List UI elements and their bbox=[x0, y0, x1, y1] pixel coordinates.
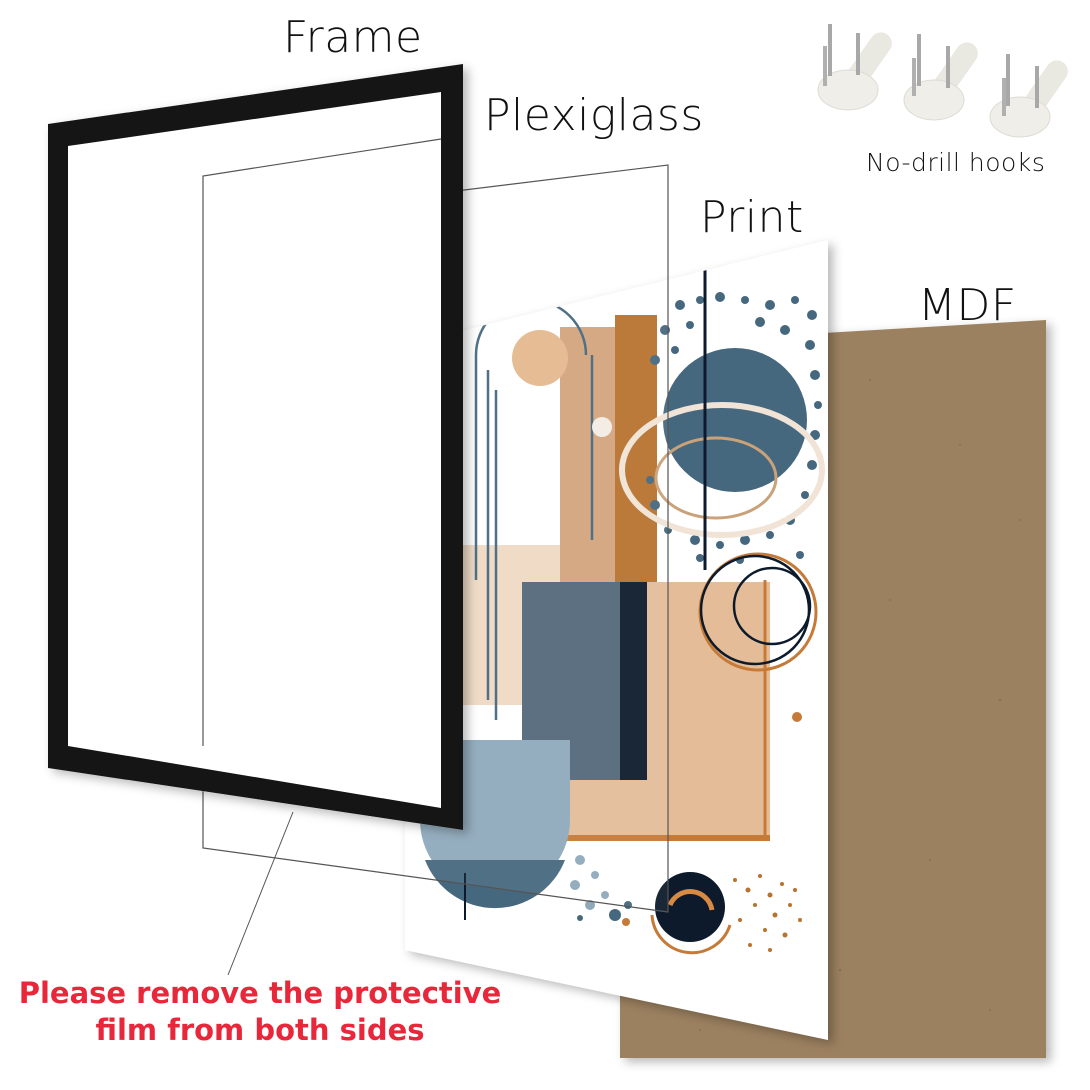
plexiglass-label: Plexiglass bbox=[484, 90, 704, 141]
hook-3 bbox=[989, 54, 1068, 138]
black-frame bbox=[48, 64, 463, 830]
mdf-label: MDF bbox=[918, 280, 1017, 331]
protective-film-warning: Please remove the protective film from b… bbox=[0, 975, 520, 1049]
warning-line-2: film from both sides bbox=[95, 1013, 425, 1047]
art-print bbox=[405, 240, 828, 1040]
hooks-label: No-drill hooks bbox=[866, 148, 1046, 177]
hook-1 bbox=[817, 24, 892, 111]
no-drill-hooks bbox=[817, 24, 1068, 138]
print-label: Print bbox=[700, 192, 804, 243]
frame-label: Frame bbox=[283, 12, 423, 63]
pointer-line bbox=[227, 811, 294, 976]
hook-2 bbox=[903, 34, 978, 121]
warning-line-1: Please remove the protective bbox=[18, 976, 502, 1010]
